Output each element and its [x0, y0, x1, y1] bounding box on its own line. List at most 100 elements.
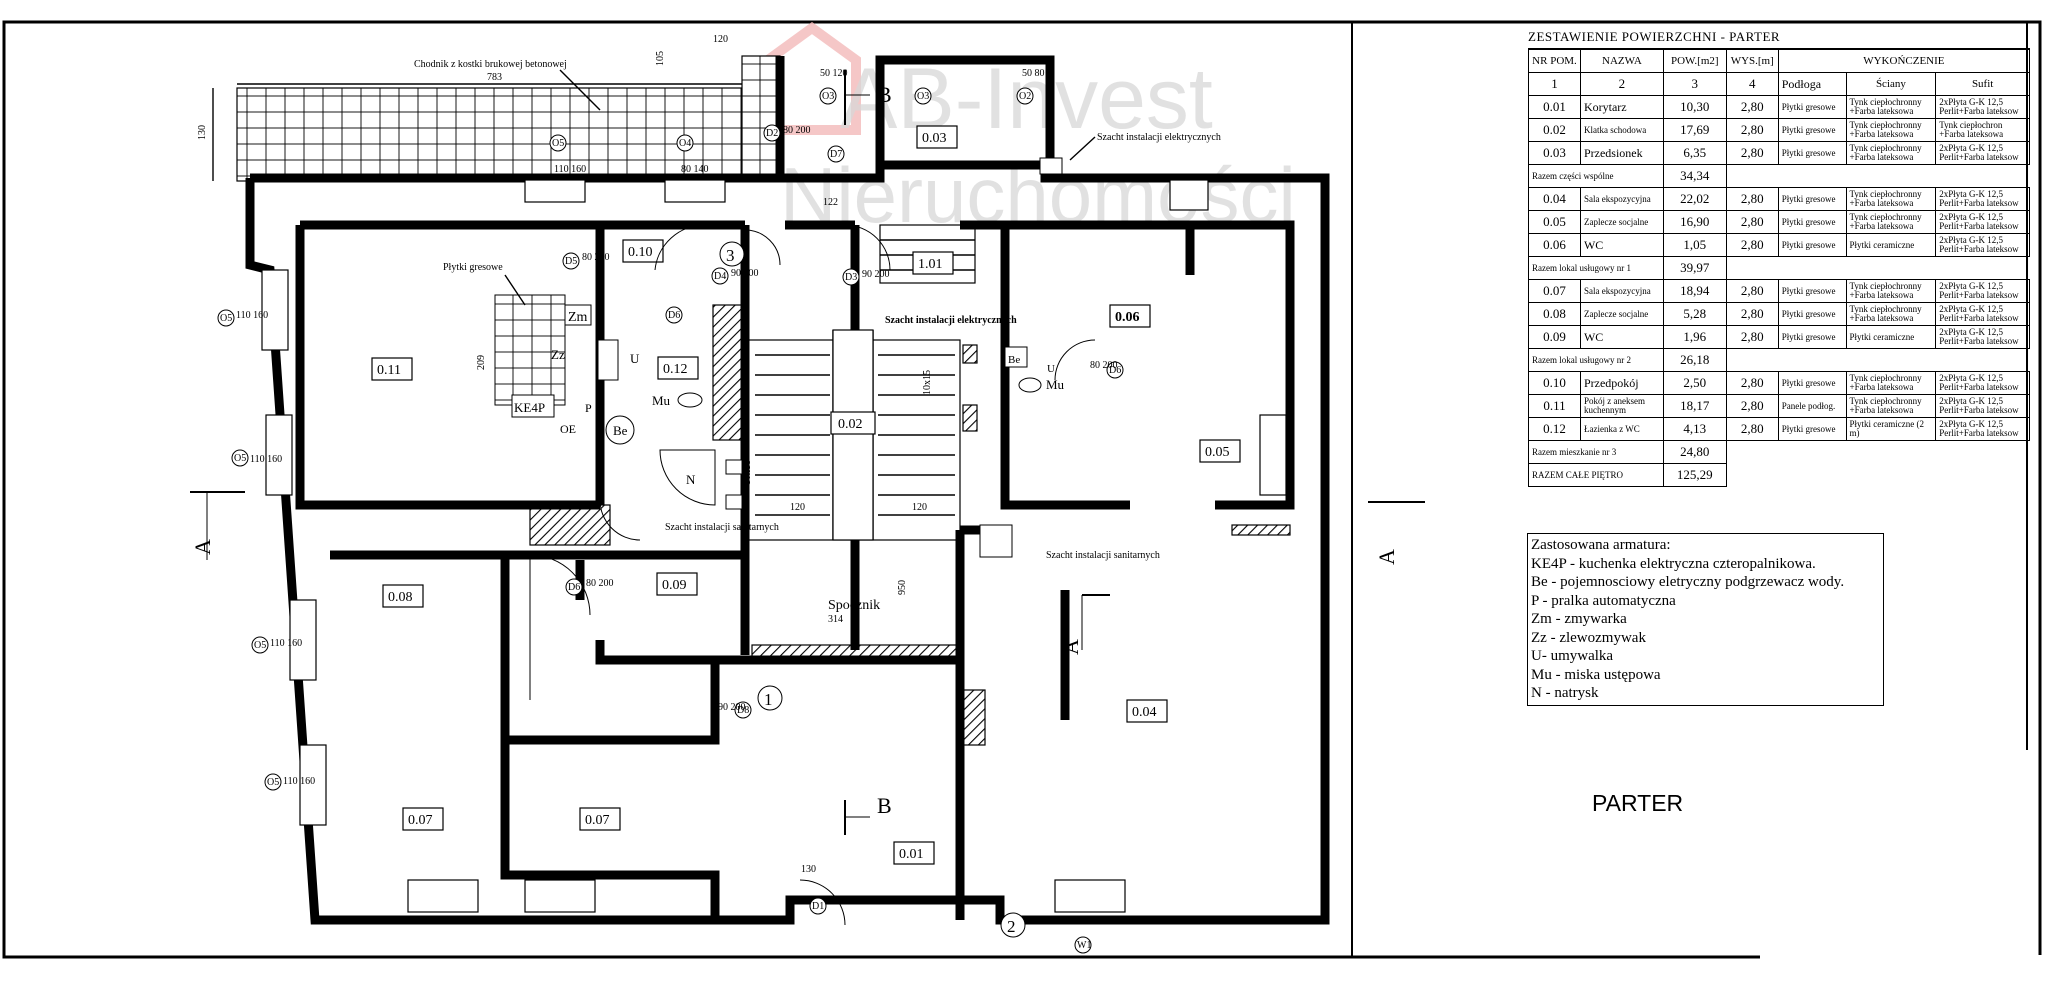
- sub-2: 2: [1579, 72, 1664, 96]
- table-cell: 0.04: [1528, 187, 1581, 211]
- legend-item: Zm - zmywarka: [1531, 611, 1627, 627]
- table-cell: 2xPłyta G-K 12,5 Perlit+Farba lateksow: [1935, 210, 2030, 234]
- sub-1: 1: [1528, 72, 1581, 96]
- room-005: 0.05: [1205, 445, 1230, 460]
- table-cell: 125,29: [1662, 463, 1727, 487]
- table-cell: 2,80: [1725, 187, 1779, 211]
- floor-label: PARTER: [1592, 790, 1684, 816]
- door-d8: D8: [737, 705, 749, 716]
- table-cell: 24,80: [1662, 440, 1727, 464]
- table-cell: WC: [1579, 233, 1664, 257]
- col-header-finish: WYKOŃCZENIE: [1777, 49, 2031, 73]
- tiles-label: Płytki gresowe: [443, 262, 503, 273]
- legend-item: KE4P - kuchenka elektryczna czteropalnik…: [1531, 555, 1816, 572]
- window-o2: O2: [1019, 91, 1031, 102]
- table-cell: Tynk ciepłochronny +Farba lateksowa: [1845, 279, 1937, 303]
- door-d5-dim: 80 200: [582, 252, 610, 263]
- table-cell: Klatka schodowa: [1579, 118, 1664, 142]
- table-header-row: NR POM. NAZWA POW.[m2] WYS.[m] WYKOŃCZEN…: [1528, 49, 2031, 73]
- table-cell: Płytki gresowe: [1777, 325, 1847, 349]
- window-o5-a: O5: [220, 313, 232, 324]
- table-cell: 2xPłyta G-K 12,5 Perlit+Farba lateksow: [1935, 141, 2030, 165]
- table-cell: 2xPłyta G-K 12,5 Perlit+Farba lateksow: [1935, 325, 2030, 349]
- table-cell: Zaplecze socjalne: [1579, 210, 1664, 234]
- window-o3-b: O3: [917, 91, 929, 102]
- shaft-sanitary-right: Szacht instalacji sanitarnych: [1046, 550, 1160, 561]
- table-cell: 2xPłyta G-K 12,5 Perlit+Farba lateksow: [1935, 233, 2030, 257]
- door-d2: D2: [766, 128, 778, 139]
- table-cell: WC: [1579, 325, 1664, 349]
- dim-120-a: 120: [790, 502, 805, 513]
- table-cell: 2,80: [1725, 118, 1779, 142]
- section-markers: A A A B B: [190, 70, 1425, 835]
- fixture-be-1: Be: [613, 423, 628, 438]
- table-cell: 5,28: [1662, 302, 1727, 326]
- col-header-area: POW.[m2]: [1662, 49, 1727, 73]
- fixture-oe: OE: [560, 422, 576, 436]
- table-title: ZESTAWIENIE POWIERZCHNI - PARTER: [1528, 26, 2030, 49]
- table-cell: Korytarz: [1579, 95, 1664, 119]
- table-cell: Tynk ciepłochron +Farba lateksowa: [1935, 118, 2030, 142]
- fixture-legend: Zastosowana armatura: KE4P - kuchenka el…: [1527, 533, 1884, 706]
- room-009: 0.09: [662, 578, 687, 593]
- table-cell: Płytki ceramiczne: [1845, 233, 1937, 257]
- door-d6-b: D6: [1109, 365, 1121, 376]
- area-table: ZESTAWIENIE POWIERZCHNI - PARTER NR POM.…: [1528, 26, 2031, 487]
- table-cell: 2xPłyta G-K 12,5 Perlit+Farba lateksow: [1935, 187, 2030, 211]
- door-d6-c-dim: 80 200: [586, 578, 614, 589]
- room-010: 0.10: [628, 245, 653, 260]
- table-cell: Tynk ciepłochronny +Farba lateksowa: [1845, 118, 1937, 142]
- room-007-a: 0.07: [408, 813, 433, 828]
- table-cell: 34,34: [1662, 164, 1727, 188]
- door-d5: D5: [565, 256, 577, 267]
- window-o2-dim: 50 80: [1022, 68, 1045, 79]
- fixture-zm: Zm: [568, 310, 588, 325]
- table-cell: Pokój z aneksem kuchennym: [1579, 394, 1664, 418]
- table-cell: 2,80: [1725, 302, 1779, 326]
- window-o5-c-dim: 110 160: [270, 638, 302, 649]
- window-o5-top: O5: [552, 138, 564, 149]
- legend-item: N - natrysk: [1531, 685, 1599, 701]
- table-cell: 17,69: [1662, 118, 1727, 142]
- room-008: 0.08: [388, 590, 413, 605]
- table-cell: Tynk ciepłochronny +Farba lateksowa: [1845, 95, 1937, 119]
- table-cell: 6,35: [1662, 141, 1727, 165]
- table-cell: 1,96: [1662, 325, 1727, 349]
- legend-item: P - pralka automatyczna: [1531, 592, 1676, 609]
- room-labels: 0.11 0.10 0.12 0.03 1.01 0.02 0.06 0.05 …: [371, 125, 1241, 865]
- fixture-mu-1: Mu: [652, 393, 671, 408]
- drawing-frame: [2, 20, 2042, 959]
- table-cell: Płytki gresowe: [1777, 233, 1847, 257]
- window-o5-d: O5: [267, 777, 279, 788]
- window-o4-dim: 80 140: [681, 164, 709, 175]
- window-o5-top-dim: 110 160: [554, 164, 586, 175]
- door-d4: D4: [714, 271, 726, 282]
- table-cell: Razem lokal usługowy nr 1: [1528, 256, 1664, 280]
- table-cell: Płytki gresowe: [1777, 210, 1847, 234]
- dim-spocznik-w: 314: [828, 614, 843, 625]
- room-012: 0.12: [663, 362, 688, 377]
- fixture-u-2: U: [1047, 363, 1055, 375]
- room-101: 1.01: [918, 257, 943, 272]
- table-cell: Panele podłog.: [1777, 394, 1847, 418]
- table-cell: RAZEM CAŁE PIĘTRO: [1528, 463, 1664, 487]
- table-cell: Płytki gresowe: [1777, 141, 1847, 165]
- room-004: 0.04: [1132, 705, 1157, 720]
- table-cell: Płytki gresowe: [1777, 187, 1847, 211]
- table-cell: Sala ekspozycyjna: [1579, 279, 1664, 303]
- table-cell: Tynk ciepłochronny +Farba lateksowa: [1845, 302, 1937, 326]
- room-001: 0.01: [899, 847, 924, 862]
- table-cell: 2,80: [1725, 210, 1779, 234]
- table-cell: 0.07: [1528, 279, 1581, 303]
- table-cell: 0.08: [1528, 302, 1581, 326]
- table-cell: 2xPłyta G-K 12,5 Perlit+Farba lateksow: [1935, 394, 2030, 418]
- dim-entry-130: 130: [801, 864, 816, 875]
- window-o3-a: O3: [822, 91, 834, 102]
